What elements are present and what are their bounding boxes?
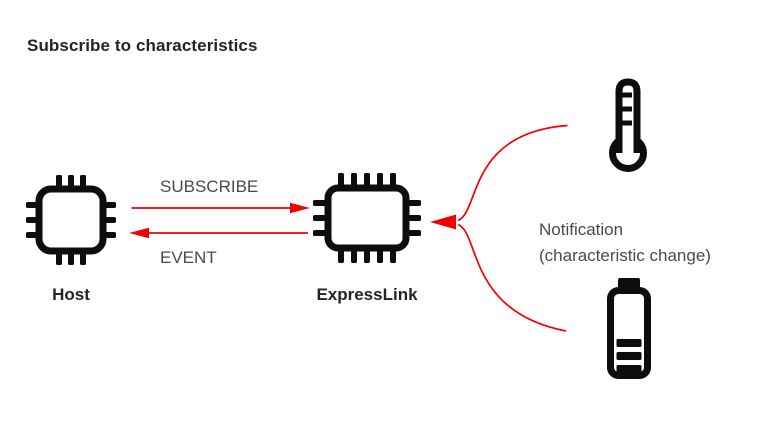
thermometer-icon: [609, 78, 647, 172]
event-arrow: [129, 227, 308, 239]
notification-line1: Notification: [539, 220, 624, 239]
host-label: Host: [52, 285, 90, 304]
host-chip-icon: [26, 175, 116, 265]
subscribe-edge-label: SUBSCRIBE: [160, 177, 259, 196]
subscribe-arrow: [131, 202, 310, 214]
notification-line2: (characteristic change): [539, 246, 711, 265]
expresslink-label: ExpressLink: [316, 285, 418, 304]
event-edge-label: EVENT: [160, 248, 217, 267]
notification-annotation: Notification (characteristic change): [539, 217, 711, 269]
expresslink-chip-icon: [313, 173, 421, 263]
page-title: Subscribe to characteristics: [27, 36, 258, 55]
battery-icon: [607, 278, 651, 379]
